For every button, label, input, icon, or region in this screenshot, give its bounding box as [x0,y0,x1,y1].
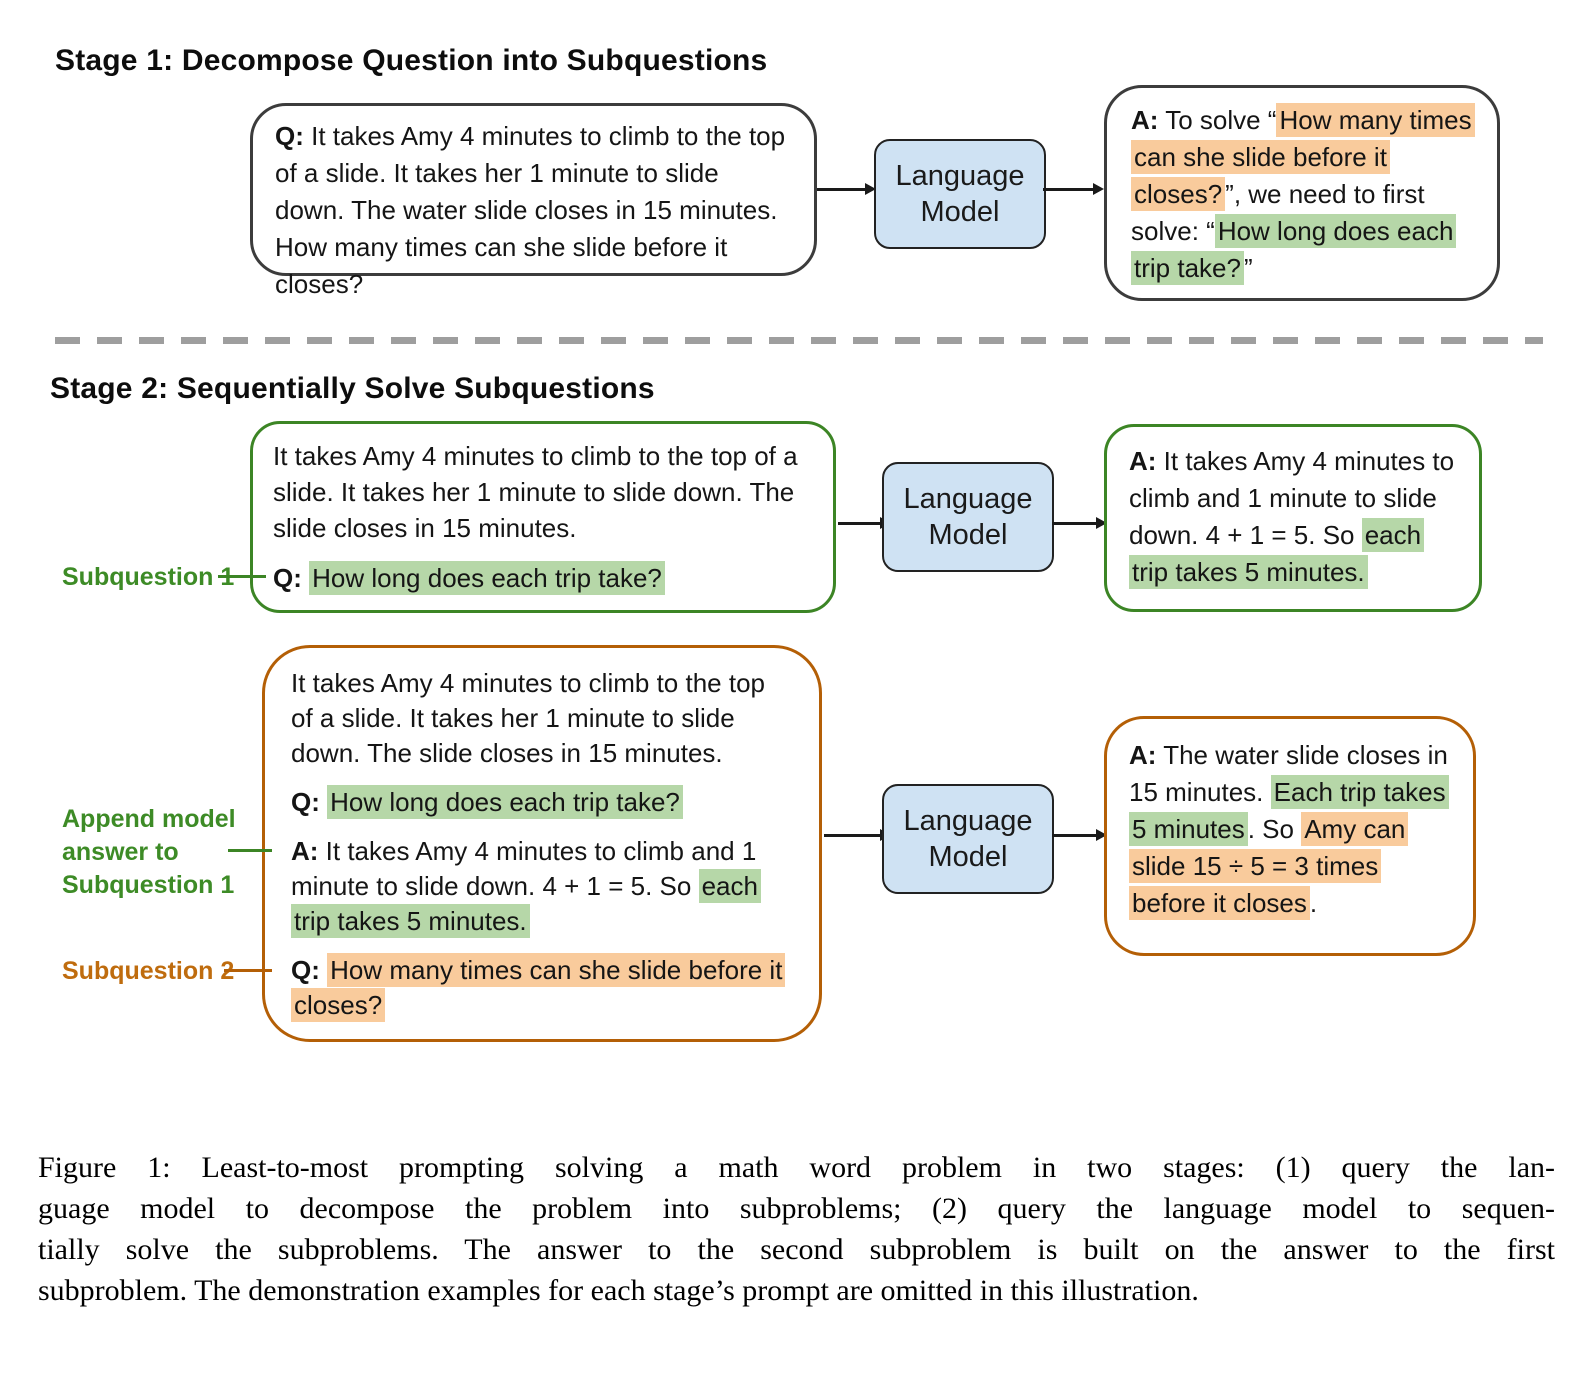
subq1-context: It takes Amy 4 minutes to climb to the t… [273,441,798,543]
stage2-subq1-answer-text: A: It takes Amy 4 minutes to climb and 1… [1107,427,1479,607]
subq1-green-highlight: How long does each trip take? [309,561,665,595]
arrow-subq1-to-model [838,522,882,525]
language-model-label: Language Model [895,160,1025,228]
stage2-title: Stage 2: Sequentially Solve Subquestions [50,372,655,405]
subq2-q1-green-highlight: How long does each trip take? [327,785,683,819]
stage1-answer-text: A: To solve “How many times can she slid… [1107,88,1497,301]
stage1-answer-box: A: To solve “How many times can she slid… [1104,85,1500,301]
caption-line: tially solve the subproblems. The answer… [38,1233,1555,1266]
language-model-box-stage2-row1: Language Model [882,462,1054,572]
subq1-answer-plain: It takes Amy 4 minutes to climb and 1 mi… [1129,446,1455,550]
stage2-subq2-prompt-box: It takes Amy 4 minutes to climb to the t… [262,645,822,1042]
a-label: A: [1129,446,1157,476]
subq2-answer-plain2: . So [1247,814,1302,844]
subquestion2-label: Subquestion 2 [62,957,235,985]
a-label: A: [1131,105,1159,135]
subq2-context: It takes Amy 4 minutes to climb to the t… [291,668,765,768]
stage1-title: Stage 1: Decompose Question into Subques… [55,44,768,77]
dashed-divider [55,337,1543,344]
stage2-subq2-answer-text: A: The water slide closes in 15 minutes.… [1107,719,1473,940]
arrow-model-to-answer-stage1 [1043,188,1095,191]
language-model-label: Language Model [903,805,1033,873]
a-label: A: [1129,740,1157,770]
figure-caption: Figure 1: Least-to-most prompting solvin… [38,1147,1555,1311]
language-model-box-stage1: Language Model [874,139,1046,249]
stage1-question-box: Q: It takes Amy 4 minutes to climb to th… [250,103,817,299]
subquestion2-connector-line [224,969,272,972]
stage2-subq1-prompt-text: It takes Amy 4 minutes to climb to the t… [253,424,833,610]
stage1-answer-plain2: ”, we need to first solve: “ [1131,179,1425,246]
stage1-question-body: It takes Amy 4 minutes to climb to the t… [275,121,786,299]
append-answer-connector-line [228,849,272,852]
caption-line: subproblem. The demonstration examples f… [38,1274,1199,1307]
stage1-answer-plain1: To solve “ [1158,105,1277,135]
stage1-answer-plain3: ” [1243,253,1253,283]
arrow-model-to-answer-row2 [1052,834,1098,837]
q-label: Q: [291,955,320,985]
stage2-subq2-prompt-text: It takes Amy 4 minutes to climb to the t… [265,648,819,1041]
subq2-answer-plain3: . [1309,888,1318,918]
caption-line: guage model to decompose the problem int… [38,1192,1555,1225]
caption-line: Figure 1: Least-to-most prompting solvin… [38,1151,1555,1184]
stage1-question-text: Q: It takes Amy 4 minutes to climb to th… [253,106,814,315]
subq2-a1-plain: It takes Amy 4 minutes to climb and 1 mi… [291,836,757,901]
stage2-subq1-answer-box: A: It takes Amy 4 minutes to climb and 1… [1104,424,1482,612]
subq2-q2-orange-highlight: How many times can she slide before it c… [291,953,786,1022]
subquestion1-connector-line [218,575,266,578]
language-model-box-stage2-row2: Language Model [882,784,1054,894]
stage2-subq2-answer-box: A: The water slide closes in 15 minutes.… [1104,716,1476,956]
stage2-subq1-prompt-box: It takes Amy 4 minutes to climb to the t… [250,421,836,613]
q-label: Q: [275,121,304,151]
a-label: A: [291,836,319,866]
arrow-stage1-to-model [817,188,867,191]
arrow-model-to-answer-row1 [1052,522,1098,525]
subq2-answer-plain1: The water slide closes in 15 minutes. [1129,740,1448,807]
q-label: Q: [291,787,320,817]
subquestion1-label: Subquestion 1 [62,563,235,591]
language-model-label: Language Model [903,483,1033,551]
arrow-subq2-to-model [824,834,882,837]
q-label: Q: [273,563,302,593]
append-answer-label: Append model answer to Subquestion 1 [62,805,236,899]
